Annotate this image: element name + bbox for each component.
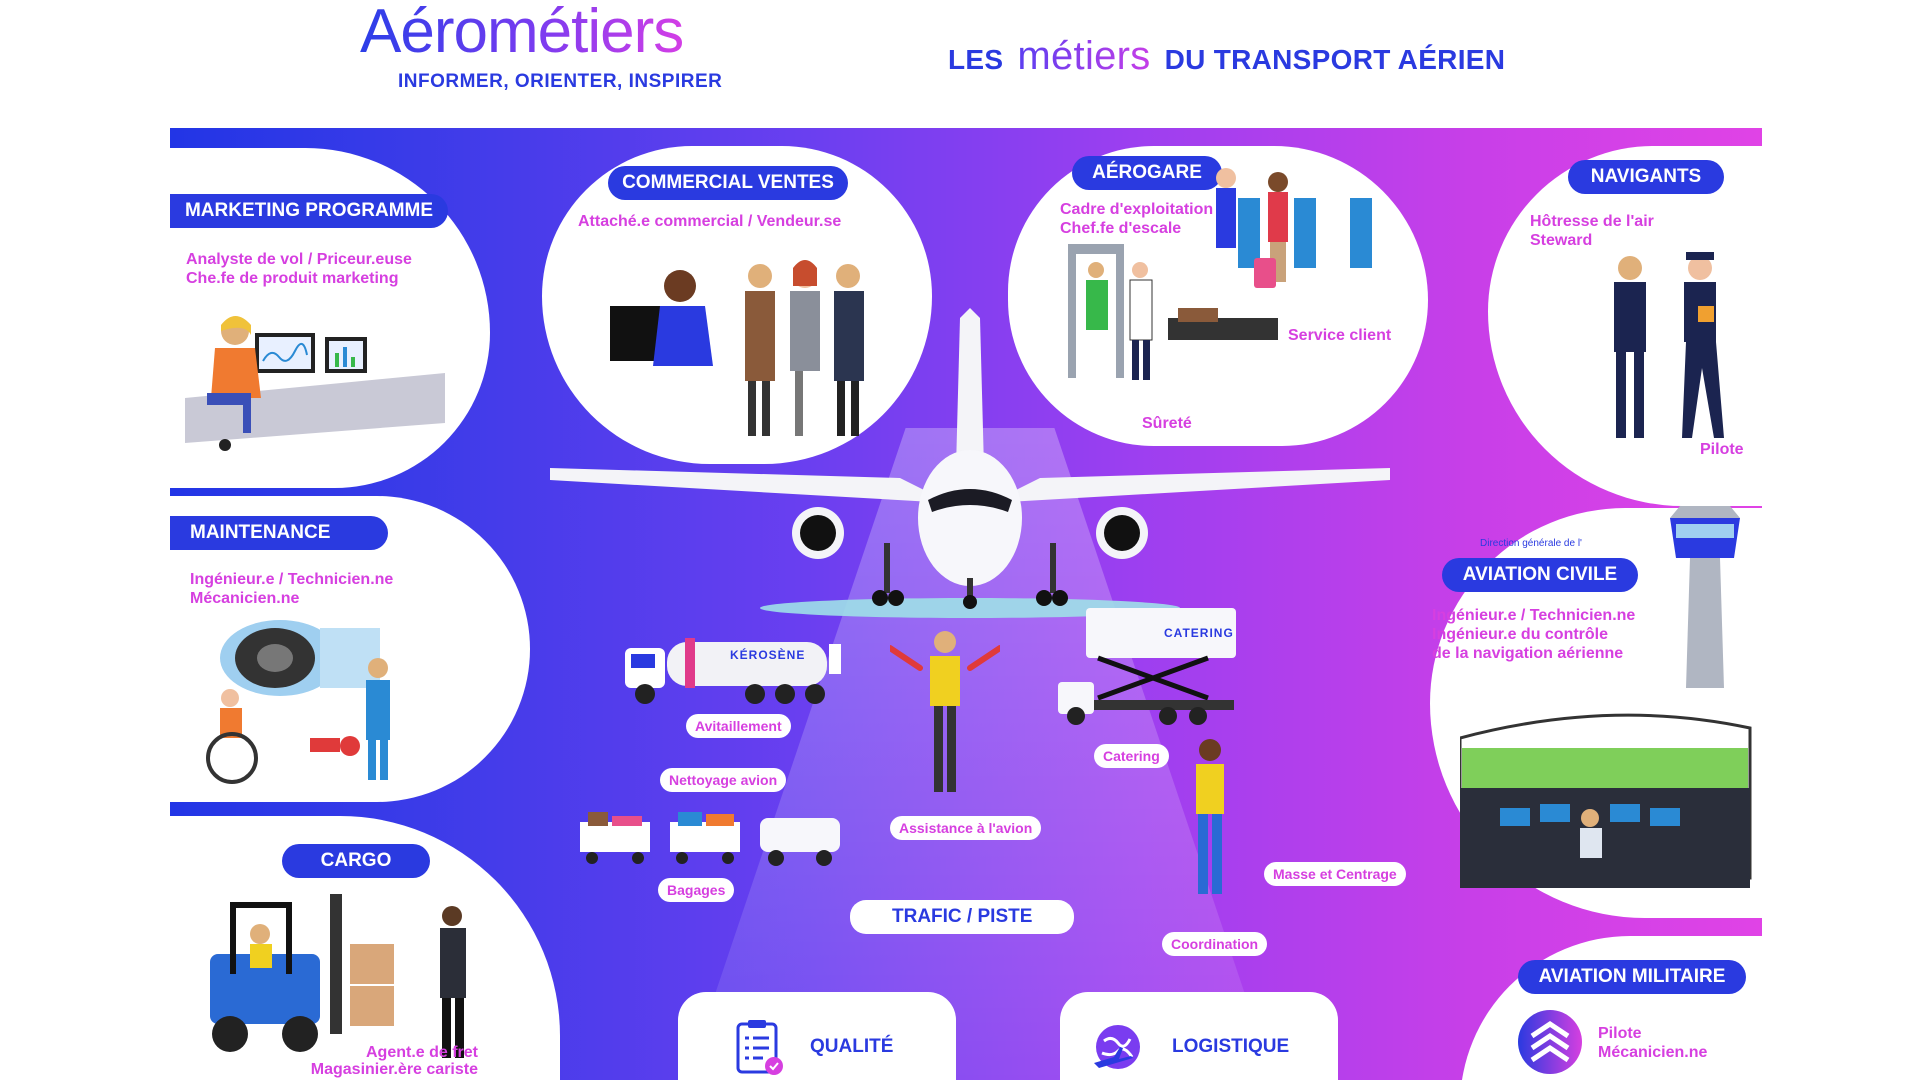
- fuel-truck-illustration: [625, 638, 841, 704]
- qualite-label: QUALITÉ: [810, 1036, 894, 1057]
- aviation-militaire-label[interactable]: AVIATION MILITAIRE: [1518, 960, 1746, 994]
- logo: Aérométiers: [360, 0, 684, 66]
- catering-truck-illustration: [1058, 608, 1236, 725]
- marketing-jobs: Analyste de vol / Priceur.euse Che.fe de…: [186, 250, 412, 288]
- tag-catering[interactable]: Catering: [1094, 744, 1169, 768]
- tag-coordination[interactable]: Coordination: [1162, 932, 1268, 956]
- logistique-label: LOGISTIQUE: [1172, 1036, 1290, 1057]
- aerogare-label[interactable]: AÉROGARE: [1072, 156, 1222, 190]
- dgac-note: Direction générale de l': [1480, 538, 1582, 549]
- control-tower-illustration: [1670, 506, 1740, 688]
- chevron-badge-icon: [1518, 1010, 1582, 1074]
- tag-bagages[interactable]: Bagages: [658, 878, 735, 902]
- commercial-jobs: Attaché.e commercial / Vendeur.se: [578, 212, 841, 231]
- qualite-box[interactable]: QUALITÉ: [678, 992, 956, 1080]
- crew-illustration: [1614, 252, 1724, 438]
- aerogare-jobs: Cadre d'exploitation Chef.fe d'escale: [1060, 200, 1213, 238]
- tagline: INFORMER, ORIENTER, INSPIRER: [398, 71, 723, 92]
- logistique-box[interactable]: LOGISTIQUE: [1060, 992, 1338, 1080]
- navigants-job-2: Steward: [1530, 232, 1593, 249]
- maintenance-label[interactable]: MAINTENANCE: [170, 516, 388, 550]
- aviation-civile-jobs: Ingénieur.e / Technicien.ne Ingénieur.e …: [1432, 606, 1635, 663]
- tag-nettoyage[interactable]: Nettoyage avion: [660, 768, 787, 792]
- aviation-civile-job-1: Ingénieur.e / Technicien.ne: [1432, 607, 1636, 624]
- terminal-illustration: [1068, 168, 1372, 380]
- aviation-militaire-jobs: Pilote Mécanicien.ne: [1598, 1024, 1707, 1062]
- service-client-label: Service client: [1288, 327, 1392, 344]
- aviation-militaire-job-1: Pilote: [1598, 1025, 1642, 1042]
- tag-trafic-piste[interactable]: TRAFIC / PISTE: [850, 900, 1075, 934]
- cargo-label[interactable]: CARGO: [282, 844, 430, 878]
- commercial-label[interactable]: COMMERCIAL VENTES: [608, 166, 848, 200]
- maintenance-job-2: Mécanicien.ne: [190, 590, 300, 607]
- maintenance-job-1: Ingénieur.e / Technicien.ne: [190, 571, 394, 588]
- catering-sign: CATERING: [1164, 626, 1234, 640]
- cargo-job-2: Magasinier.ère cariste: [310, 1061, 478, 1078]
- aviation-civile-job-3: de la navigation aérienne: [1432, 645, 1624, 662]
- analyst-illustration: [185, 316, 445, 451]
- airplane-illustration: [550, 308, 1390, 618]
- cargo-jobs: Agent.e de fret Magasinier.ère cariste: [238, 1044, 478, 1078]
- navigants-jobs: Hôtresse de l'air Steward: [1530, 212, 1654, 250]
- marketing-job-1: Analyste de vol / Priceur.euse: [186, 251, 412, 268]
- aerogare-job-2: Chef.fe d'escale: [1060, 220, 1182, 237]
- surete-label: Sûreté: [1142, 415, 1192, 432]
- page-title: LES métiers DU TRANSPORT AÉRIEN: [948, 34, 1505, 79]
- sales-illustration: [610, 260, 864, 436]
- cargo-job-1: Agent.e de fret: [365, 1044, 478, 1061]
- baggage-train-illustration: [580, 812, 840, 866]
- pilote-label: Pilote: [1700, 441, 1744, 458]
- navigants-label[interactable]: NAVIGANTS: [1568, 160, 1724, 194]
- commercial-job-1: Attaché.e commercial / Vendeur.se: [578, 213, 842, 230]
- marketing-job-2: Che.fe de produit marketing: [186, 270, 399, 287]
- aviation-militaire-job-2: Mécanicien.ne: [1598, 1044, 1708, 1061]
- aerogare-job-1: Cadre d'exploitation: [1060, 201, 1214, 218]
- title-highlight: métiers: [1017, 34, 1151, 78]
- maintenance-jobs: Ingénieur.e / Technicien.ne Mécanicien.n…: [190, 570, 393, 608]
- globe-plane-icon: [1094, 1025, 1140, 1069]
- coordinator-illustration: [1196, 739, 1224, 894]
- control-room-illustration: [1460, 713, 1752, 888]
- tag-avitaillement[interactable]: Avitaillement: [686, 714, 791, 738]
- aviation-civile-job-2: Ingénieur.e du contrôle: [1432, 626, 1609, 643]
- title-before: LES: [948, 44, 1004, 75]
- tag-assistance[interactable]: Assistance à l'avion: [890, 816, 1042, 840]
- clipboard-icon: [736, 1020, 783, 1075]
- aviation-civile-label[interactable]: AVIATION CIVILE: [1442, 558, 1638, 592]
- cargo-illustration: [210, 894, 466, 1058]
- marshaller-illustration: [890, 631, 1000, 792]
- tag-masse[interactable]: Masse et Centrage: [1264, 862, 1406, 886]
- marketing-label[interactable]: MARKETING PROGRAMME: [170, 194, 448, 228]
- engine-illustration: [206, 620, 390, 784]
- kerosene-sign: KÉROSÈNE: [730, 648, 806, 662]
- navigants-job-1: Hôtresse de l'air: [1530, 213, 1654, 230]
- infographic-board: MARKETING PROGRAMME Analyste de vol / Pr…: [170, 128, 1762, 1080]
- title-after: DU TRANSPORT AÉRIEN: [1164, 44, 1506, 75]
